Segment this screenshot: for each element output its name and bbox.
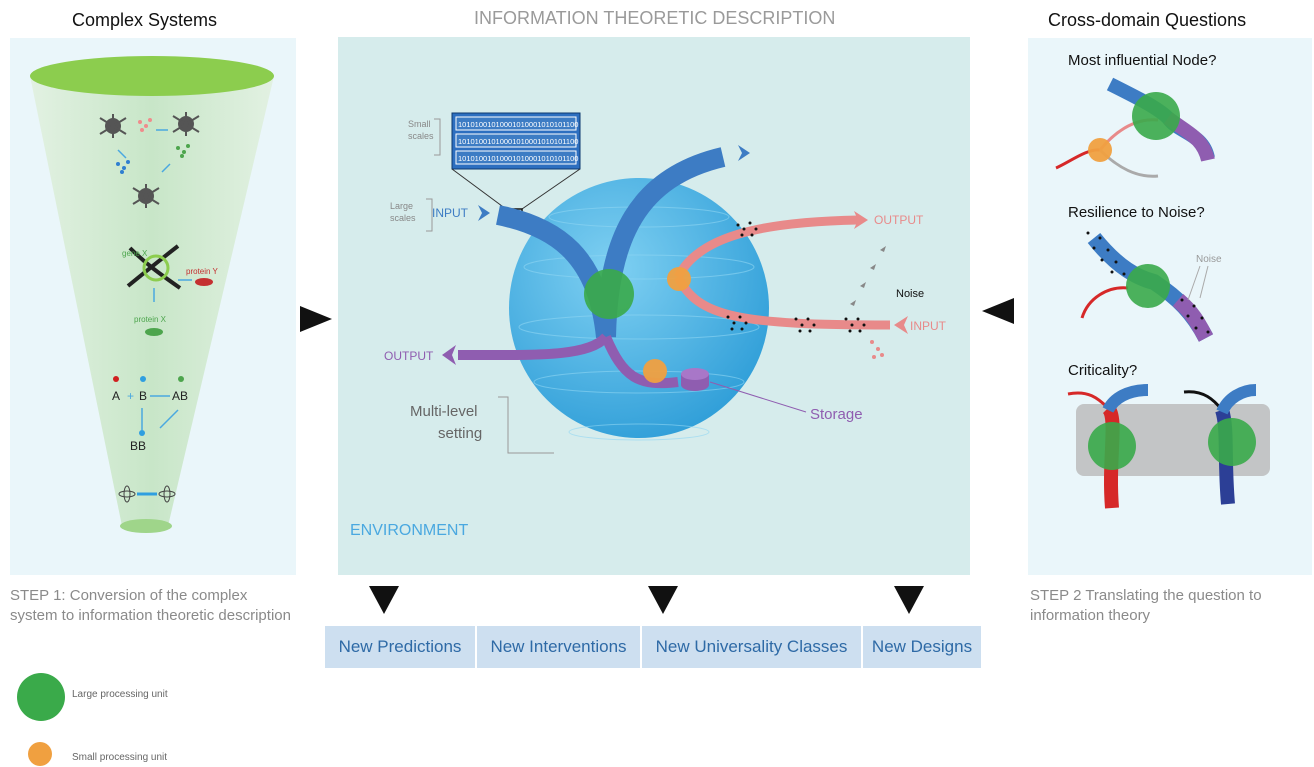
large-scales-1: Large xyxy=(390,201,413,211)
neuron-icon xyxy=(99,112,200,208)
arrow-down-icon xyxy=(369,586,399,614)
multi-level-2: setting xyxy=(438,425,482,442)
cone-top xyxy=(30,56,274,96)
outcome-interventions: New Interventions xyxy=(477,626,640,668)
q1-large-unit xyxy=(1132,92,1180,140)
complex-systems-cone: gene X protein Y protein X A + B AB BB xyxy=(30,56,274,533)
legend-small-label: Small processing unit xyxy=(72,752,168,763)
small-scales-2: scales xyxy=(408,131,434,141)
noise-label: Noise xyxy=(896,288,924,300)
arrow-right-icon xyxy=(300,306,332,332)
questions-illustrations: Noise xyxy=(1055,77,1270,509)
bitstring-box: 10101001010001010001010101100 1010100101… xyxy=(451,112,581,170)
output-left: OUTPUT xyxy=(384,349,434,363)
information-diagram: 10101001010001010001010101100 1010100101… xyxy=(350,112,947,539)
question-resilience: Resilience to Noise? xyxy=(1068,204,1205,221)
reaction-bb: BB xyxy=(130,439,146,453)
dna-icon xyxy=(126,244,182,290)
storage-label: Storage xyxy=(810,406,863,423)
pink-path-out xyxy=(673,215,859,280)
arrow-down-icon xyxy=(894,586,924,614)
noise-dots xyxy=(726,221,866,333)
atom-icon xyxy=(118,485,176,503)
bits-row-3: 10101001010001010001010101100 xyxy=(458,154,578,163)
arrow-down-icon xyxy=(648,586,678,614)
reaction-plus: + xyxy=(127,389,134,403)
noise-arrows xyxy=(850,246,886,306)
protein-y-label: protein Y xyxy=(186,267,219,276)
protein-x-label: protein X xyxy=(134,315,167,324)
input-left: INPUT xyxy=(432,206,469,220)
small-scales-1: Small xyxy=(408,119,431,129)
outcome-designs: New Designs xyxy=(863,626,981,668)
bits-row-1: 10101001010001010001010101100 xyxy=(458,120,578,129)
legend-small-unit xyxy=(28,742,52,766)
outcome-predictions: New Predictions xyxy=(325,626,475,668)
header-complex-systems: Complex Systems xyxy=(72,10,218,30)
environment-label: ENVIRONMENT xyxy=(350,522,468,539)
outcome-universality: New Universality Classes xyxy=(642,626,861,668)
protein-y-shape xyxy=(195,278,213,286)
gene-label: gene X xyxy=(122,249,148,258)
protein-x-shape xyxy=(145,328,163,336)
large-unit-center xyxy=(584,269,634,319)
legend-icons xyxy=(17,673,65,766)
header-information-theoretic: INFORMATION THEORETIC DESCRIPTION xyxy=(474,8,836,28)
pink-path-in xyxy=(673,274,891,330)
reaction-b: B xyxy=(139,389,147,403)
cone-bottom xyxy=(120,519,172,533)
step-2-text: STEP 2 Translating the question to infor… xyxy=(1030,587,1262,624)
question-criticality: Criticality? xyxy=(1068,362,1138,379)
multi-level-1: Multi-level xyxy=(410,403,478,420)
purple-path-storage xyxy=(601,335,679,389)
input-right: INPUT xyxy=(910,319,947,333)
q2-noise-label: Noise xyxy=(1196,254,1222,265)
legend-large-unit xyxy=(17,673,65,721)
cone-body xyxy=(30,76,274,526)
reaction-a: A xyxy=(112,389,120,403)
q1-small-unit xyxy=(1088,138,1112,162)
output-top: OUTPUT xyxy=(874,213,924,227)
small-unit-1 xyxy=(667,267,691,291)
arrow-left-icon xyxy=(982,298,1014,324)
question-influential-node: Most influential Node? xyxy=(1068,52,1217,69)
purple-path-out xyxy=(457,333,610,361)
bits-row-2: 10101001010001010001010101100 xyxy=(458,137,578,146)
reaction-ab: AB xyxy=(172,389,188,403)
large-scales-2: scales xyxy=(390,213,416,223)
small-unit-2 xyxy=(643,359,667,383)
header-cross-domain: Cross-domain Questions xyxy=(1048,10,1247,30)
legend-large-label: Large processing unit xyxy=(72,689,168,700)
step-1-text: STEP 1: Conversion of the complex system… xyxy=(10,587,291,624)
